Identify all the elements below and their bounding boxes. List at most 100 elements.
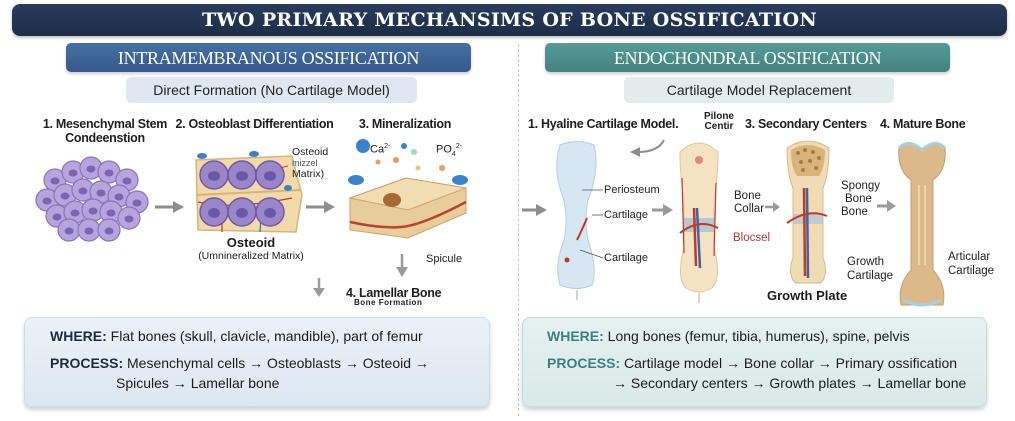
- osteoid-caption-sub: (Umnineralized Matrix): [198, 250, 304, 262]
- cell-nucleus: [64, 227, 74, 235]
- intramembranous-subtitle: Direct Formation (No Cartilage Model): [126, 77, 417, 103]
- cell-nucleus: [60, 192, 70, 200]
- blood-vessel-callout: Blocsel: [733, 232, 771, 244]
- where-text: Flat bones (skull, clavicle, mandible), …: [110, 328, 423, 344]
- endo-step4-label: 4. Mature Bone: [880, 117, 966, 131]
- cell-nucleus: [122, 177, 132, 185]
- cell-nucleus: [132, 199, 142, 207]
- phosphate-ion-label: PO42-: [436, 141, 462, 161]
- process-row: PROCESS: Mesenchymal cells → Osteoblasts…: [50, 353, 429, 374]
- primary-center-bone-icon: [679, 142, 719, 303]
- cell-nucleus: [78, 187, 88, 195]
- cell-nucleus: [104, 169, 114, 177]
- step1-label-line2: Condeenstion: [65, 131, 145, 145]
- section-divider: [518, 44, 519, 416]
- mesenchymal-cell-cluster-icon: [35, 156, 149, 242]
- callout-line3: Matrix): [292, 168, 325, 180]
- cell-nucleus: [68, 169, 78, 177]
- phosphate-symbol: PO: [436, 143, 452, 156]
- secondary-centers-bone-icon: [786, 140, 830, 284]
- articular-line2: Cartilage: [948, 265, 995, 277]
- spongy-line1: Spongy: [841, 180, 881, 192]
- main-title: TWO PRIMARY MECHANSIMS OF BONE OSSIFICAT…: [12, 4, 1007, 36]
- cell-nucleus: [50, 177, 60, 185]
- step4-label: 4. Lamellar Bone Bone Formation: [346, 286, 466, 307]
- cell-nucleus: [124, 215, 134, 223]
- cartilage-callout-1: Cartilage: [604, 209, 649, 221]
- spicule-callout: Spicule: [426, 253, 463, 265]
- curved-arrow-icon: [630, 139, 665, 157]
- intramembranous-info-box: WHERE: Flat bones (skull, clavicle, mand…: [24, 317, 490, 407]
- bone-label: Bone: [841, 206, 868, 218]
- calcium-charge: 2-: [384, 143, 391, 150]
- where-text: Long bones (femur, tibia, humerus), spin…: [607, 328, 910, 344]
- articular-cartilage-callout: Articular Cartilage: [948, 250, 994, 278]
- phosphate-subscript: 4: [451, 150, 456, 158]
- arrow-right-icon: [155, 201, 184, 213]
- cartilage-callout-2: Cartilage: [604, 252, 649, 264]
- mineralizing-matrix-icon: [348, 139, 468, 239]
- arrow-right-icon: [306, 201, 335, 213]
- calcium-ion-label: Ca2-: [370, 141, 390, 156]
- cell-nucleus: [96, 189, 106, 197]
- process-row-cont: → Secondary centers → Growth plates → La…: [613, 375, 967, 391]
- osteoid-caption-title: Osteoid: [226, 235, 276, 250]
- where-label: WHERE:: [547, 328, 604, 344]
- cell-nucleus: [88, 207, 98, 215]
- step1-label-line1: 1. Mesenchymal Stem: [42, 117, 168, 131]
- step1-label: 1. Mesenchymal Stem Condeenstion: [30, 117, 180, 145]
- endochondral-subtitle: Cartilage Model Replacement: [624, 77, 894, 103]
- growth-plate-caption: Growth Plate: [767, 288, 848, 303]
- intramembranous-title: INTRAMEMBRANOUS OSSIFICATION: [66, 43, 471, 72]
- process-row: PROCESS: Cartilage model → Bone collar →…: [547, 353, 957, 374]
- endo-step2-label: Pilone Centir: [699, 112, 739, 132]
- callout-line1: Osteoid: [292, 146, 329, 158]
- osteoid-caption: Osteoid (Umnineralized Matrix): [186, 235, 316, 262]
- phosphate-charge: 2-: [455, 143, 463, 150]
- spongy-line2: Bone: [845, 193, 872, 205]
- step4-subtitle: Bone Formation: [354, 298, 423, 307]
- endo-step3-label: 3. Secondary Centers: [745, 117, 867, 131]
- cell-nucleus: [106, 209, 116, 217]
- osteoblast-layer-icon: [195, 151, 303, 233]
- calcium-symbol: Ca: [370, 143, 385, 156]
- bone-collar-line2: Collar: [734, 203, 765, 215]
- arrow-right-icon: [765, 202, 780, 212]
- growth-cartilage-callout: Growth Cartilage: [847, 255, 893, 283]
- endochondral-info-box: WHERE: Long bones (femur, tibia, humerus…: [522, 317, 987, 407]
- osteoid-callout: Osteoid mizzel Matrix): [292, 147, 328, 180]
- arrow-right-icon: [877, 200, 896, 212]
- arrow-right-icon: [652, 204, 673, 216]
- mature-bone-icon: [897, 142, 947, 307]
- step3-label: 3. Mineralization: [358, 117, 452, 131]
- endo-step1-label: 1. Hyaline Cartilage Model.: [528, 117, 679, 131]
- process-row-cont: Spicules → Lamellar bone: [116, 375, 280, 391]
- cell-nucleus: [86, 165, 96, 173]
- spongy-bone-callout: Spongy Bone Bone: [841, 180, 880, 219]
- periosteum-callout: Periosteum: [604, 184, 660, 196]
- bone-collar-callout: Bone Collar: [734, 190, 764, 216]
- process-label: PROCESS:: [50, 355, 124, 371]
- process-text-line1: Mesenchymal cells → Osteoblasts → Osteoi…: [127, 355, 429, 371]
- step4-title: 4. Lamellar Bone: [346, 286, 442, 300]
- articular-line1: Articular: [948, 251, 991, 263]
- arrow-right-icon: [522, 204, 547, 216]
- cell-nucleus: [84, 227, 94, 235]
- endo-step2-line1: Pilone: [703, 111, 734, 122]
- cell-nucleus: [104, 227, 114, 235]
- where-row: WHERE: Long bones (femur, tibia, humerus…: [547, 326, 910, 347]
- process-text-line1: Cartilage model → Bone collar → Primary …: [624, 355, 958, 371]
- cell-nucleus: [70, 209, 80, 217]
- cell-nucleus: [52, 213, 62, 221]
- bone-collar-line1: Bone: [734, 190, 761, 202]
- where-label: WHERE:: [50, 328, 107, 344]
- arrow-down-icon: [396, 254, 408, 277]
- growth-line2: Cartilage: [847, 270, 894, 282]
- cell-nucleus: [42, 197, 52, 205]
- endo-step2-line2: Centir: [704, 121, 734, 132]
- step2-label: 2. Osteoblast Differentiation: [175, 117, 334, 131]
- callout-leaders: [579, 189, 604, 259]
- callout-line2: mizzel: [292, 158, 318, 168]
- process-label: PROCESS:: [547, 355, 621, 371]
